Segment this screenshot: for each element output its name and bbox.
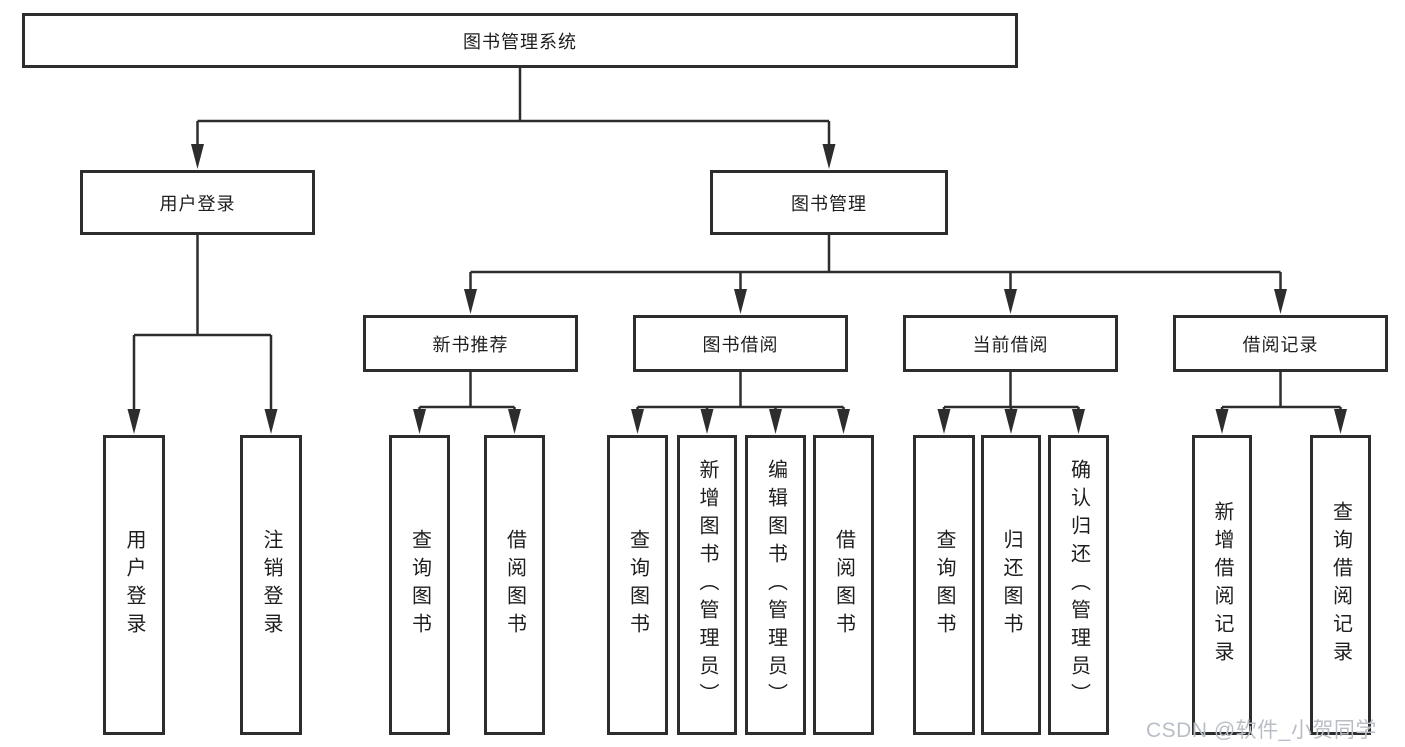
node-current-borrowing: 当前借阅 [903,315,1118,372]
node-book-borrowing: 图书借阅 [633,315,848,372]
leaf-logout: 注销登录 [240,435,302,735]
connector-new-book-recommend-to-leaves [413,372,521,434]
connector-book-borrowing-to-leaves [631,372,850,434]
leaf-query-books-recommend: 查询图书 [389,435,450,735]
connector-borrowing-records-to-leaves [1215,372,1347,434]
leaf-borrow-books-recommend: 借阅图书 [484,435,545,735]
leaf-add-book-admin: 新增图书（管理员） [677,435,737,735]
leaf-confirm-return-admin: 确认归还（管理员） [1048,435,1109,735]
leaf-query-borrow-record: 查询借阅记录 [1310,435,1371,735]
connector-book-management-to-level3 [464,235,1287,314]
node-new-book-recommend: 新书推荐 [363,315,578,372]
leaf-borrow-books-borrowing: 借阅图书 [813,435,874,735]
connector-root-to-level2 [191,68,836,169]
connector-user-login-to-leaves [127,235,278,434]
node-book-management: 图书管理 [710,170,948,235]
node-library-management-system: 图书管理系统 [22,13,1018,68]
node-borrowing-records: 借阅记录 [1173,315,1388,372]
leaf-query-books-borrowing: 查询图书 [607,435,668,735]
connector-current-borrowing-to-leaves [937,372,1085,434]
leaf-query-books-current: 查询图书 [913,435,975,735]
node-user-login: 用户登录 [80,170,315,235]
leaf-add-borrow-record: 新增借阅记录 [1192,435,1252,735]
leaf-user-login: 用户登录 [103,435,165,735]
leaf-return-book: 归还图书 [981,435,1041,735]
csdn-watermark: CSDN @软件_小贺同学 [1146,719,1377,742]
leaf-edit-book-admin: 编辑图书（管理员） [745,435,806,735]
